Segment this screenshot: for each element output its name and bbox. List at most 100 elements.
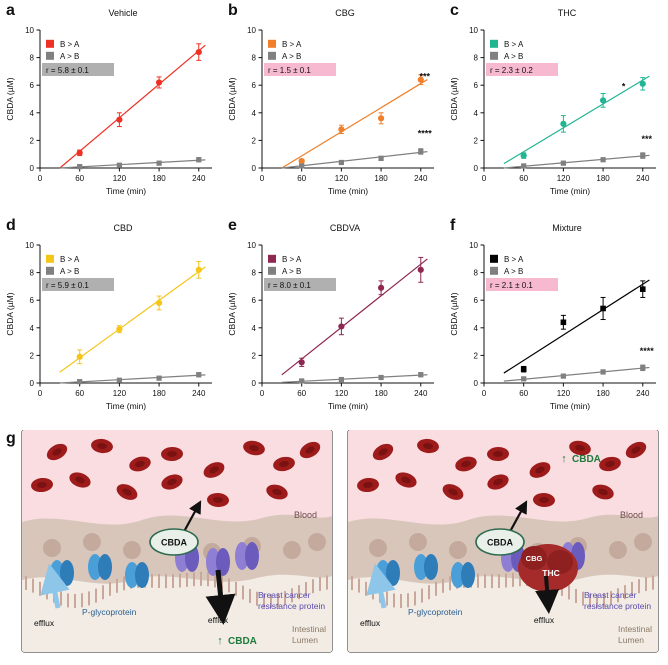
svg-text:r = 8.0 ± 0.1: r = 8.0 ± 0.1	[268, 281, 311, 290]
r-value-box	[42, 278, 114, 291]
svg-text:CBDA (µM): CBDA (µM)	[449, 77, 459, 120]
regression-line	[503, 154, 650, 169]
svg-text:****: ****	[418, 128, 433, 138]
efflux-label-left: efflux	[360, 618, 381, 628]
svg-text:Time (min): Time (min)	[328, 401, 368, 411]
efflux-label-left: efflux	[34, 618, 55, 628]
red-blood-cell	[529, 462, 551, 478]
svg-text:180: 180	[596, 174, 610, 183]
svg-text:CBDA (µM): CBDA (µM)	[227, 292, 237, 335]
svg-text:CBDA (µM): CBDA (µM)	[449, 292, 459, 335]
cell-nucleus	[609, 541, 627, 559]
svg-text:10: 10	[469, 241, 478, 250]
data-point	[600, 157, 606, 163]
data-point	[560, 319, 567, 326]
svg-text:r = 2.1 ± 0.1: r = 2.1 ± 0.1	[490, 281, 533, 290]
data-point	[156, 160, 162, 166]
svg-text:A > B: A > B	[282, 267, 301, 276]
panel-letter-e: e	[228, 217, 237, 234]
data-point	[377, 284, 385, 291]
svg-text:4: 4	[30, 324, 35, 333]
cbda-vesicle-label: CBDA	[487, 538, 513, 548]
data-point	[599, 97, 607, 104]
svg-text:120: 120	[557, 389, 571, 398]
svg-text:10: 10	[469, 26, 478, 35]
cell-nucleus	[634, 533, 652, 551]
red-blood-cell	[592, 484, 614, 500]
svg-text:180: 180	[374, 174, 388, 183]
svg-text:6: 6	[30, 296, 35, 305]
data-point	[417, 266, 424, 273]
efflux-label-right: efflux	[534, 615, 555, 625]
svg-text:8: 8	[474, 269, 479, 278]
svg-text:6: 6	[252, 296, 257, 305]
red-blood-cell	[266, 484, 288, 500]
regression-line	[503, 75, 650, 165]
data-point	[378, 374, 384, 381]
cbda-up-arrow: ↑	[217, 635, 223, 647]
data-point	[600, 369, 606, 375]
svg-text:0: 0	[30, 164, 35, 173]
svg-text:CBDA (µM): CBDA (µM)	[5, 292, 15, 335]
blood-label: Blood	[620, 510, 643, 520]
svg-text:180: 180	[152, 389, 166, 398]
svg-text:4: 4	[474, 109, 479, 118]
cbda-top-label: CBDA	[572, 454, 601, 465]
diagram-panel-g: CBDABloodeffluxP-glycoproteineffluxBreas…	[21, 430, 659, 653]
svg-text:120: 120	[113, 389, 127, 398]
red-blood-cell	[129, 456, 151, 472]
panel-letter-a: a	[6, 2, 15, 19]
data-point	[338, 376, 344, 383]
svg-text:B > A: B > A	[60, 40, 80, 49]
svg-text:8: 8	[30, 54, 35, 63]
svg-text:Time (min): Time (min)	[328, 186, 368, 196]
efflux-label-right: efflux	[208, 615, 229, 625]
svg-text:60: 60	[519, 389, 528, 398]
data-point	[600, 305, 606, 312]
panel-title-c: THC	[557, 8, 577, 18]
bcrp-transporter	[206, 548, 230, 576]
svg-text:60: 60	[75, 174, 84, 183]
svg-text:240: 240	[636, 389, 650, 398]
svg-text:r = 1.5 ± 0.1: r = 1.5 ± 0.1	[268, 66, 311, 75]
bcrp-label-line1: Breast cancer	[258, 590, 311, 600]
svg-text:180: 180	[374, 389, 388, 398]
cell-nucleus	[449, 541, 467, 559]
lumen-label-line1: Intestinal	[292, 624, 326, 634]
panel-letter-f: f	[450, 217, 456, 234]
svg-text:r = 5.8 ± 0.1: r = 5.8 ± 0.1	[46, 66, 89, 75]
bcrp-label-line1: Breast cancer	[584, 590, 637, 600]
svg-text:10: 10	[25, 26, 34, 35]
data-point	[338, 323, 345, 330]
regression-line	[503, 279, 650, 374]
svg-text:4: 4	[474, 324, 479, 333]
data-point	[640, 152, 646, 159]
svg-text:120: 120	[557, 174, 571, 183]
regression-line	[281, 151, 428, 169]
red-blood-cell	[625, 441, 647, 459]
svg-text:180: 180	[152, 174, 166, 183]
blood-label: Blood	[294, 510, 317, 520]
red-blood-cell	[487, 474, 509, 490]
svg-text:0: 0	[38, 389, 43, 398]
data-point	[298, 158, 305, 165]
svg-text:B > A: B > A	[60, 255, 80, 264]
data-point	[76, 353, 83, 360]
panel-title-f: Mixture	[552, 223, 582, 233]
svg-text:A > B: A > B	[504, 52, 523, 61]
data-point	[195, 266, 202, 273]
red-blood-cell	[161, 446, 183, 462]
svg-text:6: 6	[474, 296, 479, 305]
svg-text:8: 8	[252, 269, 257, 278]
p-glycoprotein	[451, 562, 475, 588]
svg-text:8: 8	[252, 54, 257, 63]
data-point	[378, 155, 384, 161]
data-point	[196, 372, 202, 378]
diagram-right: CBGTHCCBDABloodeffluxP-glycoproteinefflu…	[347, 430, 659, 653]
